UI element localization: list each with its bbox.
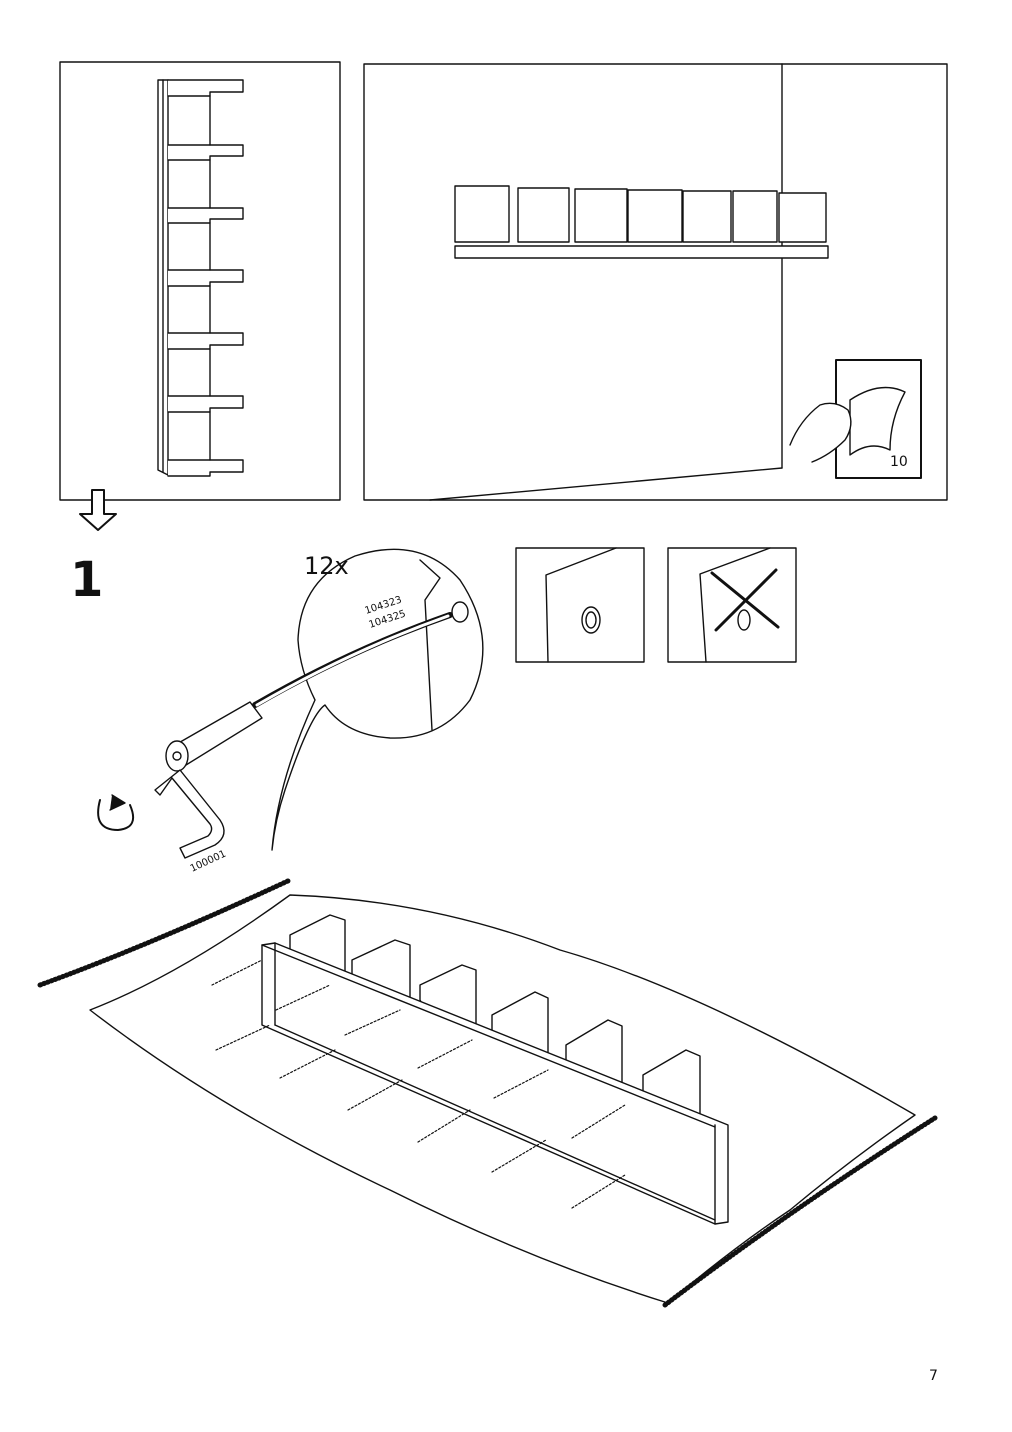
shelf-board-assembly [261,914,729,1225]
down-arrow-icon [79,489,117,531]
screw-detail-callout [165,548,484,851]
quantity-label: 12x [304,552,349,580]
page-number: 7 [929,1368,938,1384]
sticker-page-number: 10 [890,454,908,470]
correct-orientation-panel [515,547,645,663]
incorrect-orientation-panel [667,547,797,663]
vertical-shelf-panel [59,61,341,501]
allen-key-icon [97,769,225,859]
horizontal-shelf-panel [363,63,948,501]
vertical-shelf-illustration [157,79,244,477]
step-number: 1 [70,552,104,608]
sticker-page-reference-icon [789,359,922,479]
screws-row [211,959,626,1209]
long-screw [165,612,453,772]
horizontal-shelf-illustration [454,185,829,259]
